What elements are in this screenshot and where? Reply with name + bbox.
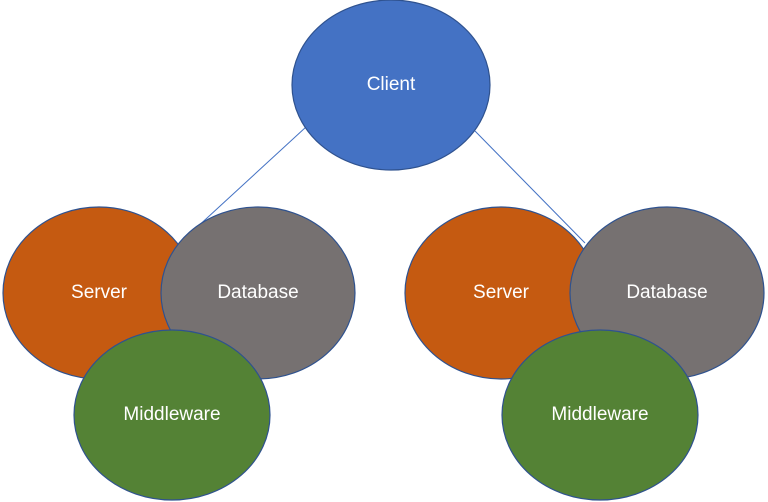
server-node-right[interactable]: Server	[404, 206, 598, 380]
middleware-node-left[interactable]: Middleware	[73, 329, 271, 501]
middleware-label-left: Middleware	[123, 404, 220, 425]
server-label-left: Server	[71, 282, 128, 303]
database-label-left: Database	[217, 282, 298, 303]
middleware-label-right: Middleware	[551, 404, 648, 425]
client-ellipse	[291, 0, 491, 171]
middleware-ellipse-right	[501, 329, 699, 501]
database-label-right: Database	[626, 282, 707, 303]
client-node[interactable]: Client	[291, 0, 491, 171]
middleware-ellipse-left	[73, 329, 271, 501]
cluster-left: Server Database Middleware	[2, 206, 356, 501]
client-label: Client	[367, 74, 416, 95]
edge-client-cluster-right	[474, 130, 586, 244]
server-label-right: Server	[473, 282, 530, 303]
cluster-right: Server Database Middleware	[404, 206, 765, 501]
middleware-node-right[interactable]: Middleware	[501, 329, 699, 501]
